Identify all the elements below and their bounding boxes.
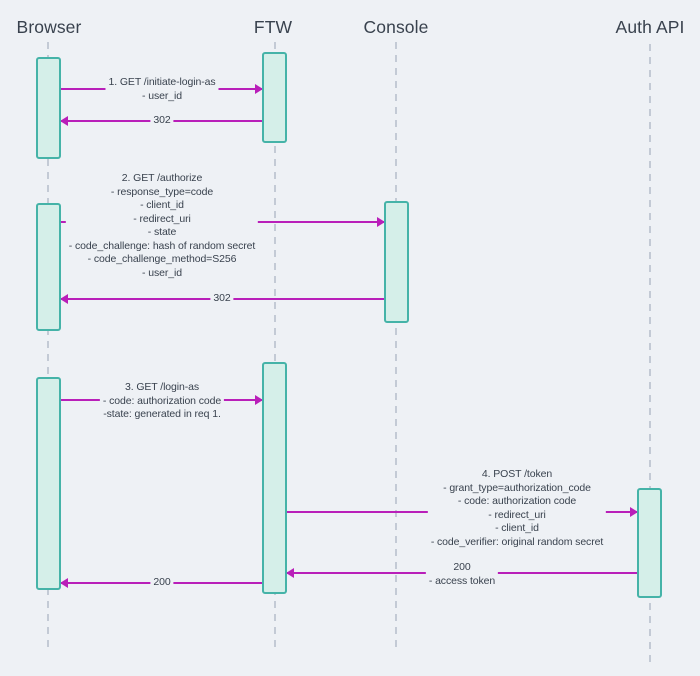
lifeline-console: [395, 42, 397, 650]
lifeline-auth-api: [649, 44, 651, 662]
message-label-authorize: 2. GET /authorize- response_type=code- c…: [65, 172, 259, 280]
message-line: - client_id: [495, 522, 539, 534]
message-line: 4. POST /token: [481, 468, 553, 480]
arrowhead-left-icon: [60, 294, 68, 304]
actor-label-ftw: FTW: [253, 17, 293, 37]
message-label-302-2: 302: [210, 292, 234, 306]
message-line: 2. GET /authorize: [121, 172, 203, 184]
activation-console-1: [384, 201, 409, 323]
message-line: - user_id: [142, 266, 182, 279]
message-line: - redirect_uri: [488, 508, 546, 521]
actor-label-auth-api: Auth API: [615, 17, 685, 37]
lifeline-browser: [47, 42, 49, 648]
message-line: - state: [147, 226, 177, 238]
message-line: - response_type=code: [110, 185, 214, 198]
activation-ftw-1: [262, 52, 287, 143]
arrowhead-left-icon: [286, 568, 294, 578]
message-label-login-as: 3. GET /login-as- code: authorization co…: [99, 381, 225, 422]
arrowhead-right-icon: [630, 507, 638, 517]
arrowhead-right-icon: [255, 395, 263, 405]
message-label-200-token: 200- access token: [425, 561, 499, 588]
message-line: 302: [213, 292, 231, 304]
activation-ftw-2: [262, 362, 287, 594]
message-line: - client_id: [140, 199, 184, 211]
activation-browser-3: [36, 377, 61, 590]
actor-label-console: Console: [363, 17, 429, 37]
message-line: - redirect_uri: [133, 212, 191, 225]
message-line: - grant_type=authorization_code: [443, 481, 591, 494]
activation-browser-2: [36, 203, 61, 331]
message-line: 302: [153, 114, 171, 126]
activation-browser-1: [36, 57, 61, 159]
message-line: - code_challenge: hash of random secret: [68, 239, 256, 252]
message-line: 1. GET /initiate-login-as: [108, 76, 216, 88]
message-label-302-1: 302: [150, 114, 174, 128]
message-label-token: 4. POST /token- grant_type=authorization…: [427, 468, 607, 549]
message-label-initiate-login: 1. GET /initiate-login-as- user_id: [105, 76, 219, 103]
message-line: - code: authorization code: [457, 495, 577, 507]
message-line: - code: authorization code: [102, 394, 222, 407]
arrowhead-left-icon: [60, 578, 68, 588]
activation-auth-api-1: [637, 488, 662, 598]
message-label-200: 200: [150, 576, 174, 590]
message-line: 200: [453, 561, 471, 573]
arrowhead-right-icon: [377, 217, 385, 227]
message-line: - code_challenge_method=S256: [87, 253, 237, 265]
message-line: - access token: [428, 574, 496, 587]
lifeline-ftw: [274, 42, 276, 648]
message-line: 3. GET /login-as: [124, 381, 200, 393]
actor-label-browser: Browser: [16, 17, 82, 37]
message-line: - code_verifier: original random secret: [430, 535, 604, 548]
message-line: -state: generated in req 1.: [103, 408, 221, 420]
message-line: - user_id: [142, 89, 182, 102]
message-line: 200: [153, 576, 171, 588]
arrowhead-right-icon: [255, 84, 263, 94]
arrowhead-left-icon: [60, 116, 68, 126]
